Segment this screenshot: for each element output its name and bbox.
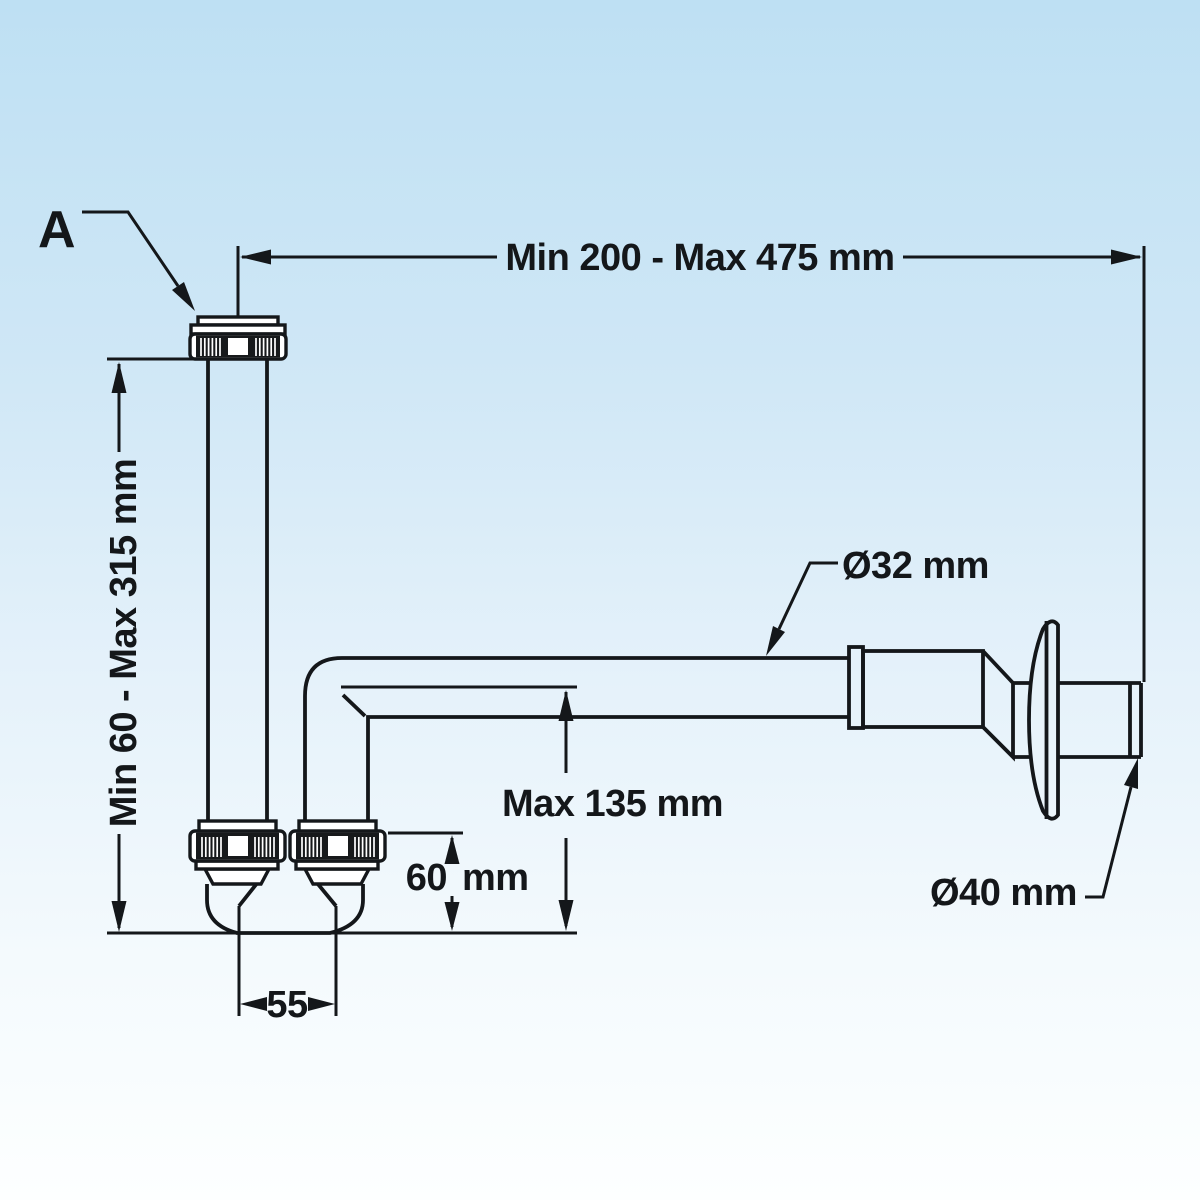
inlet-nut <box>188 315 288 361</box>
max135-arrow-down <box>558 900 574 931</box>
trap-nut-right <box>288 819 387 886</box>
dim55-arrow-left <box>240 997 267 1011</box>
left-dim-arrow-up <box>111 362 127 393</box>
label-diameter-32: Ø32 mm <box>766 545 989 656</box>
dim60-arrow-down <box>444 902 460 931</box>
leader-labels: A Ø32 mm Ø40 mm <box>38 201 1138 914</box>
flange-outline <box>1027 619 1060 821</box>
trap-nut-left-stripes <box>201 837 275 857</box>
trap-assembly <box>107 315 1143 1016</box>
trap-nut-right-plate <box>297 819 378 833</box>
tailpiece-pipe <box>206 359 269 826</box>
outlet-pipe <box>1013 681 1143 759</box>
dimension-top-width: Min 200 - Max 475 mm <box>236 237 1146 682</box>
trap-nut-left <box>188 819 287 886</box>
dia40-leader <box>1085 786 1133 899</box>
trap-nut-left-collar <box>202 867 272 886</box>
dia40-arrow <box>1124 758 1138 789</box>
elbow-outer-wall <box>303 656 849 826</box>
dim55-value: 55 <box>266 984 308 1026</box>
wall-flange <box>1027 619 1060 821</box>
tailpiece-pipe-walls <box>206 359 269 826</box>
trap-nut-right-collar <box>302 867 372 886</box>
left-dim-arrow-down <box>111 901 127 932</box>
part-a-leader <box>82 210 180 287</box>
elbow-pipe <box>303 656 849 826</box>
elbow-miter-line <box>341 693 367 718</box>
fitting-taper <box>981 649 1015 762</box>
dim60-value: 60 <box>406 857 447 899</box>
part-a-arrow <box>172 282 195 311</box>
trap-nut-right-stripes <box>301 837 375 857</box>
bowl-tube-extension-lines <box>237 906 338 1016</box>
dim60-arrow-up <box>444 835 460 864</box>
top-dimension-label: Min 200 - Max 475 mm <box>505 237 894 279</box>
dimension-max-135: Max 135 mm <box>341 685 724 931</box>
max135-arrow-up <box>558 690 574 721</box>
trap-nut-right-window <box>328 836 348 856</box>
dimension-60mm: 60 mm <box>388 831 529 931</box>
dia40-text: Ø40 mm <box>930 872 1077 914</box>
dimension-55: 55 <box>240 984 335 1026</box>
dim55-arrow-right <box>308 997 335 1011</box>
bowl-outline <box>205 884 365 935</box>
inlet-nut-knurl-window <box>228 338 248 355</box>
inlet-nut-knurl-stripes <box>200 338 276 356</box>
label-part-a: A <box>38 201 195 311</box>
label-diameter-40: Ø40 mm <box>930 758 1138 914</box>
dia32-text: Ø32 mm <box>842 545 989 587</box>
dim60-unit: mm <box>462 857 529 899</box>
compression-fitting <box>847 645 1015 762</box>
top-dim-arrow-right <box>1111 249 1142 265</box>
max135-label: Max 135 mm <box>502 783 723 825</box>
left-dimension-label: Min 60 - Max 315 mm <box>103 459 145 828</box>
fitting-ring <box>847 645 865 730</box>
elbow-inner-wall <box>366 715 849 826</box>
dia32-leader <box>777 561 838 630</box>
dia32-arrow <box>766 626 785 656</box>
top-dim-extension-lines <box>236 246 1146 682</box>
dimension-left-height: Min 60 - Max 315 mm <box>103 357 198 932</box>
dimensions: Min 200 - Max 475 mm Min 60 - Max 315 mm… <box>103 237 1146 1026</box>
part-a-text: A <box>38 201 76 259</box>
fitting-body <box>861 649 985 729</box>
trap-nut-left-plate <box>197 819 278 833</box>
trap-nut-left-window <box>228 836 248 856</box>
outlet-pipe-walls <box>1013 681 1143 759</box>
top-dim-arrow-left <box>240 249 271 265</box>
